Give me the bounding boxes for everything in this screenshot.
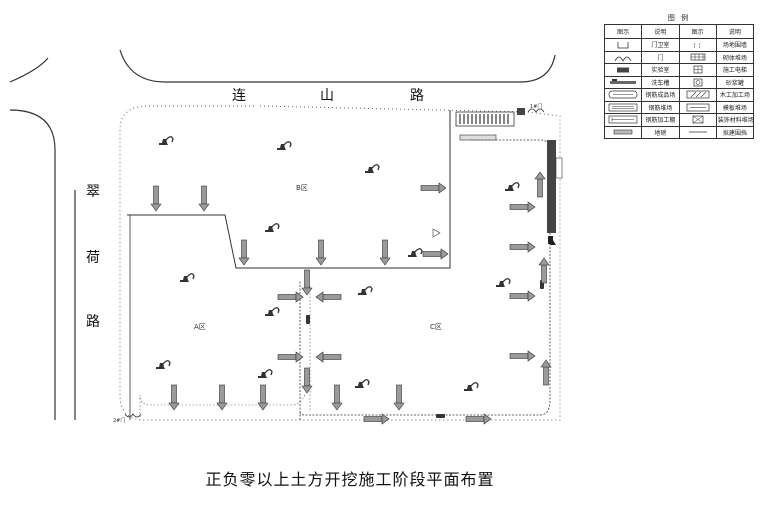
legend-row: 钢筋成品场 木工加工场: [603, 88, 755, 102]
road-char-top-3: 路: [410, 88, 424, 104]
legend-table: 图示 说明 图示 说明 门卫室 场地围墙 门 砌体堆场 实验室 施工电梯 洗车槽: [603, 24, 755, 139]
wash-pool-icon: [610, 79, 637, 85]
road-label-left: 翠 荷 路: [86, 184, 100, 330]
road-char-top-1: 连: [232, 88, 246, 104]
legend-label: 砂浆罐: [715, 75, 755, 89]
legend-row: 钢筋加工棚 装饰材料堆场: [603, 113, 755, 127]
road-label-top: 连 山 路: [232, 88, 424, 104]
movement-arrows: [150, 171, 552, 425]
road-lines: [9, 49, 556, 420]
haul-road-inner: [139, 285, 311, 420]
legend-label: 实验室: [641, 63, 680, 77]
lab-icon: [617, 67, 630, 73]
gate-2-label: 2#门: [113, 417, 125, 424]
guard-room-icon: [617, 41, 629, 49]
excavators: [155, 136, 520, 392]
legend-label: 场地围墙: [715, 38, 755, 52]
gate-1: 1#门: [517, 103, 545, 115]
legend-title: 图 例: [667, 14, 691, 22]
zone-c-label: C区: [430, 323, 442, 331]
legend-row: 地磅 拟建围挡: [603, 125, 755, 139]
formwork-icon: [686, 103, 709, 112]
rebar-shed-icon: [608, 115, 638, 124]
legend-label: 装饰材料堆场: [715, 113, 755, 127]
direction-marker: [432, 228, 441, 238]
legend-col-symbol: 图示: [603, 24, 643, 39]
site-fence-icon: [693, 43, 700, 48]
legend-row: 实验室 施工电梯: [603, 63, 755, 77]
carpentry-icon: [686, 90, 709, 99]
legend-label: 门卫室: [641, 38, 680, 52]
hoist-marker: [550, 240, 556, 245]
legend: 图 例 图示 说明 图示 说明 门卫室 场地围墙 门 砌体堆场 实验室 施工电梯: [603, 12, 755, 139]
legend-label: 门: [641, 50, 680, 64]
legend-row: 钢筋堆场 模板堆场: [603, 100, 755, 114]
legend-label: 砌体堆场: [715, 50, 755, 64]
legend-label: 木工加工场: [715, 88, 755, 102]
legend-label: 钢筋加工棚: [641, 113, 680, 127]
legend-label: 模板堆场: [715, 100, 755, 114]
site-fence: [119, 105, 561, 421]
gate-2: 2#门: [113, 413, 142, 424]
road-char-left-1: 翠: [86, 184, 100, 200]
legend-row: 门 砌体堆场: [603, 50, 755, 64]
legend-label: 钢筋成品场: [641, 88, 680, 102]
legend-row: 洗车槽 砂浆罐: [603, 75, 755, 89]
rebar-yard: [455, 111, 515, 141]
brick-yard-icon: [690, 53, 705, 61]
weighbridge-icon: [613, 129, 633, 135]
legend-label: 拟建围挡: [715, 125, 755, 139]
rebar-product-icon: [608, 90, 638, 99]
road-char-top-2: 山: [320, 88, 334, 104]
zone-b-label: B区: [296, 184, 308, 192]
legend-row: 门卫室 场地围墙: [603, 38, 755, 52]
legend-label: 钢筋堆场: [641, 100, 680, 114]
legend-label: 施工电梯: [715, 63, 755, 77]
rebar-yard-icon: [608, 103, 638, 112]
haul-road: [129, 139, 551, 420]
drawing-caption: 正负零以上土方开挖施工阶段平面布置: [205, 470, 495, 489]
legend-col-desc: 说明: [641, 24, 680, 39]
legend-col-symbol-2: 图示: [678, 24, 717, 39]
planned-fence-icon: [688, 131, 707, 133]
legend-label: 洗车槽: [641, 75, 680, 89]
hoist-icon: [693, 65, 702, 74]
material-strip: [547, 140, 563, 244]
zone-a-label: A区: [194, 323, 206, 331]
decor-material-icon: [692, 115, 703, 124]
sand-tank-icon: [693, 78, 702, 87]
road-char-left-2: 荷: [86, 250, 100, 266]
legend-col-desc-2: 说明: [715, 24, 755, 39]
gate-icon: [614, 56, 632, 62]
gate-1-label: 1#门: [530, 103, 542, 110]
legend-label: 地磅: [641, 125, 680, 139]
legend-header-row: 图示 说明 图示 说明: [603, 24, 755, 39]
zone-b-boundary: [127, 110, 451, 269]
vehicles: [306, 280, 544, 418]
road-char-left-3: 路: [86, 314, 100, 330]
